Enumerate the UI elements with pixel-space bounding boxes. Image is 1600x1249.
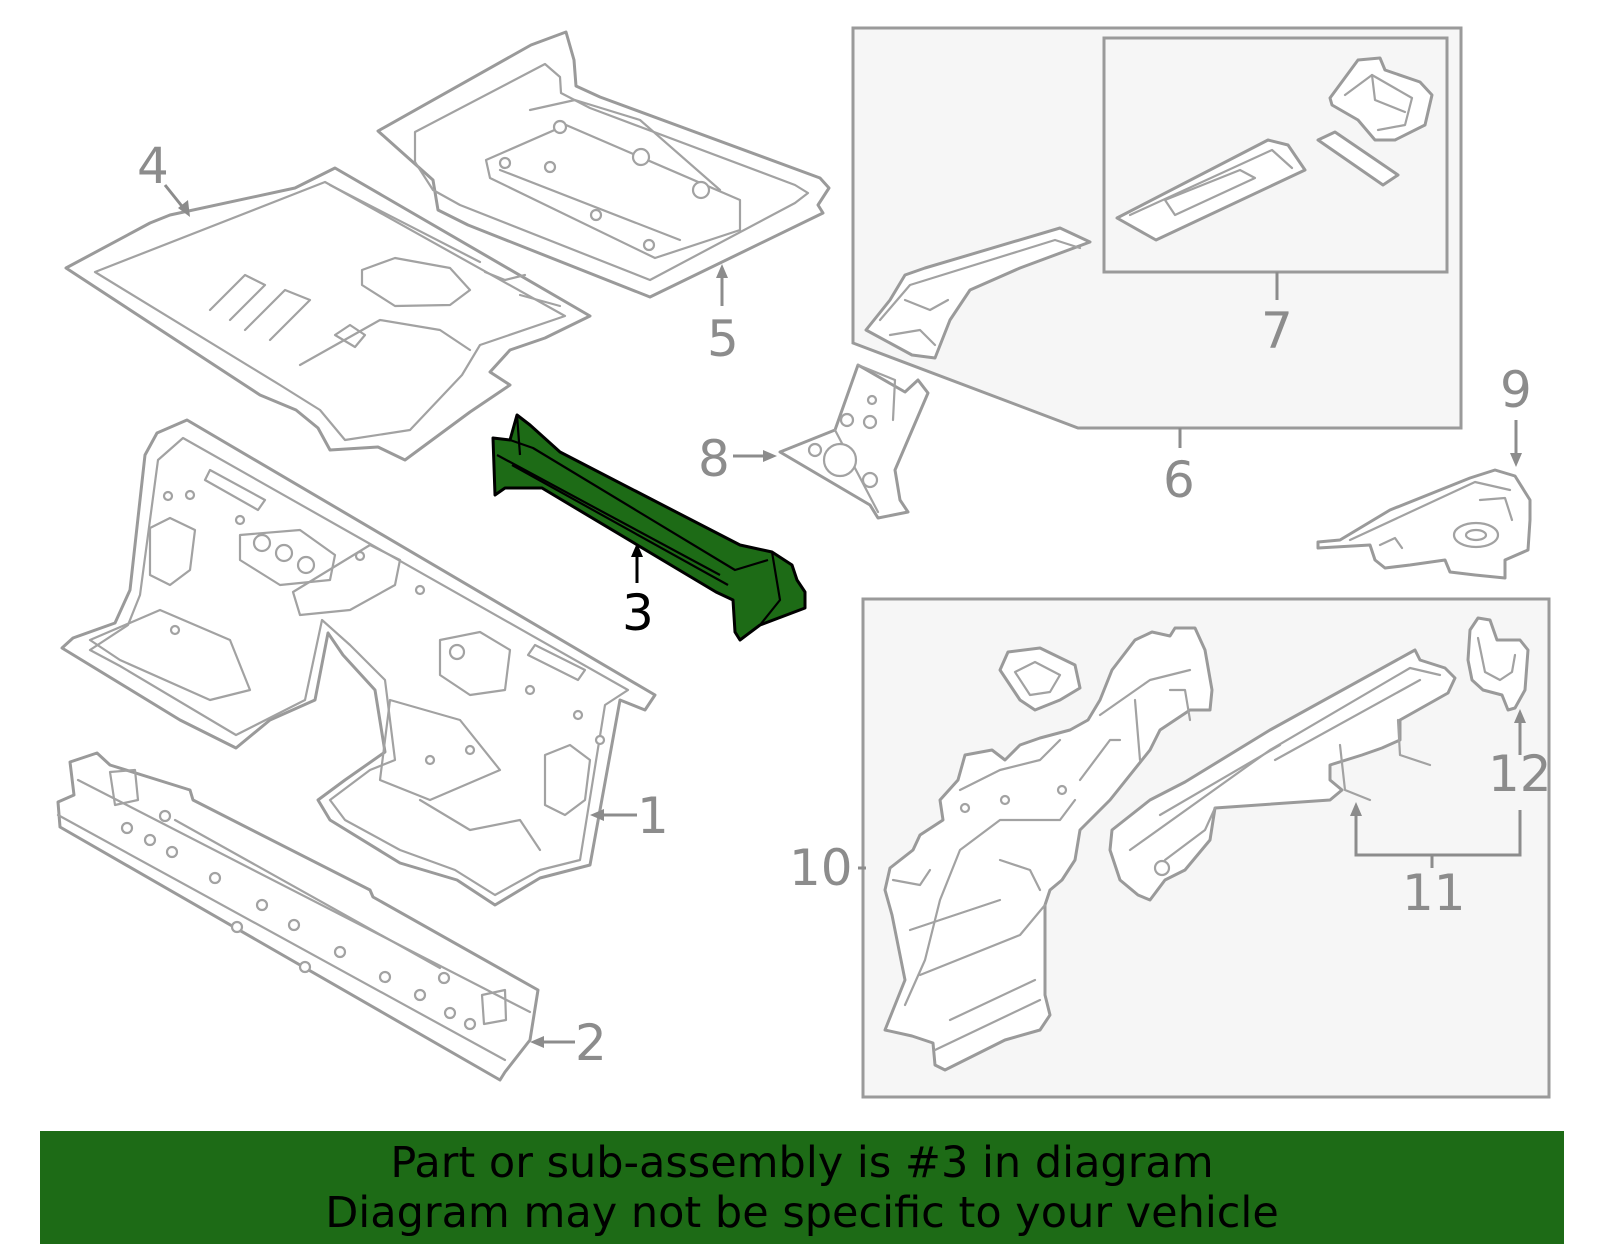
part-10-apron[interactable] [883,626,1214,1072]
callout-12: 12 [1488,745,1552,803]
part-1-dash-panel[interactable] [60,418,657,907]
callout-7: 7 [1261,302,1293,360]
part-12-bracket[interactable] [1466,616,1530,712]
callout-11: 11 [1402,864,1466,922]
part-2-rail[interactable] [56,751,540,1082]
callout-2: 2 [575,1014,607,1072]
part-9-bracket[interactable] [1316,468,1532,580]
callout-5: 5 [707,310,739,368]
part-4-front-floor-pan[interactable] [64,166,592,462]
part-8-bracket[interactable] [778,363,930,520]
part-11-rails[interactable] [1108,648,1457,902]
callout-1: 1 [637,787,669,845]
banner-line-2: Diagram may not be specific to your vehi… [325,1187,1279,1238]
part-3-cross-member[interactable] [491,413,807,642]
callout-3: 3 [622,584,654,642]
part-5-rear-floor-pan[interactable] [376,30,831,299]
callout-4: 4 [137,137,169,195]
callout-10: 10 [789,839,853,897]
info-banner: Part or sub-assembly is #3 in diagram Di… [40,1131,1564,1244]
banner-line-1: Part or sub-assembly is #3 in diagram [390,1137,1214,1188]
callout-6: 6 [1163,451,1195,509]
callout-9: 9 [1500,361,1532,419]
part-7-reinforcements[interactable] [1115,56,1434,242]
callout-8: 8 [698,430,730,488]
part-6-rail[interactable] [864,226,1092,360]
